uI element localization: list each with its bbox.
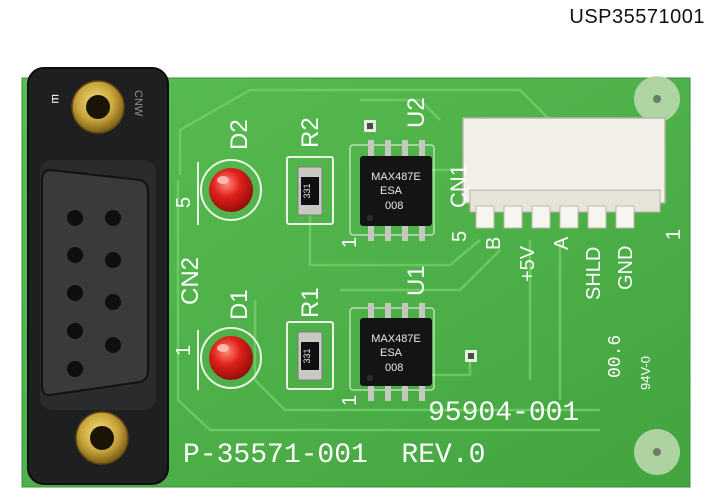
cn1-pin-label-5v: +5V — [517, 245, 539, 282]
resistor-r1: 331 — [297, 331, 323, 381]
footer-part-revision: P-35571-001 REV.0 — [183, 440, 485, 471]
pin-mark-1-u2: 1 — [339, 237, 361, 248]
ic-u1: MAX487E ESA 008 — [360, 303, 432, 401]
db9-mark-left: ш — [49, 94, 63, 104]
silk-outlines — [197, 144, 435, 391]
ic-u1-line3: 008 — [385, 362, 403, 374]
mounting-pad-bottom-right — [634, 429, 680, 475]
ic-u1-line1: MAX487E — [371, 333, 421, 345]
pin-mark-5-cn1: 5 — [449, 231, 471, 242]
ic-u2-line3: 008 — [385, 200, 403, 212]
resistor-r2: 331 — [297, 166, 323, 216]
part-number-caption: USP35571001 — [569, 6, 705, 28]
ic-u1-line2: ESA — [380, 347, 403, 359]
cn1-pin-label-shld: SHLD — [583, 247, 605, 300]
cn1-pin-label-b: B — [483, 237, 505, 250]
hex-nut-bottom — [75, 411, 129, 465]
ic-u2: MAX487E ESA 008 — [360, 140, 432, 241]
cn1-connector — [462, 117, 666, 229]
pin-mark-1-cn2: 1 — [173, 345, 195, 356]
pin-mark-1-cn1: 1 — [663, 229, 685, 240]
date-code: 00.6 — [606, 335, 626, 378]
ul-mark: 94V-0 — [638, 356, 653, 390]
resistor-r2-value: 331 — [302, 183, 312, 198]
label-d1: D1 — [226, 289, 253, 320]
db9-mark-right: CNW — [132, 90, 144, 117]
pin-mark-5-cn2: 5 — [173, 197, 195, 208]
pin-mark-1-u1: 1 — [339, 395, 361, 406]
cn1-pin-label-a: A — [551, 236, 573, 250]
label-cn1: CN1 — [446, 164, 471, 208]
ic-u2-line2: ESA — [380, 185, 403, 197]
db9-connector: ш CNW — [27, 67, 169, 485]
label-d2: D2 — [226, 119, 253, 150]
led-d1 — [209, 336, 253, 380]
led-d2 — [209, 168, 253, 212]
board-number: 95904-001 — [428, 398, 579, 429]
label-r1: R1 — [297, 287, 324, 318]
db9-pin-holes — [67, 210, 121, 377]
silkscreen-labels: D2 R2 U2 5 1 CN2 D1 R1 U1 1 1 CN1 5 B +5… — [173, 97, 685, 471]
label-u1: U1 — [403, 265, 430, 296]
label-cn2: CN2 — [177, 257, 204, 305]
hex-nut-top — [71, 80, 125, 134]
cn1-pin-label-gnd: GND — [615, 246, 637, 290]
label-u2: U2 — [403, 97, 430, 128]
ic-u2-line1: MAX487E — [371, 171, 421, 183]
mounting-pad-top-right — [634, 76, 680, 122]
label-r2: R2 — [297, 117, 324, 148]
vias — [364, 120, 477, 362]
resistor-r1-value: 331 — [302, 348, 312, 363]
